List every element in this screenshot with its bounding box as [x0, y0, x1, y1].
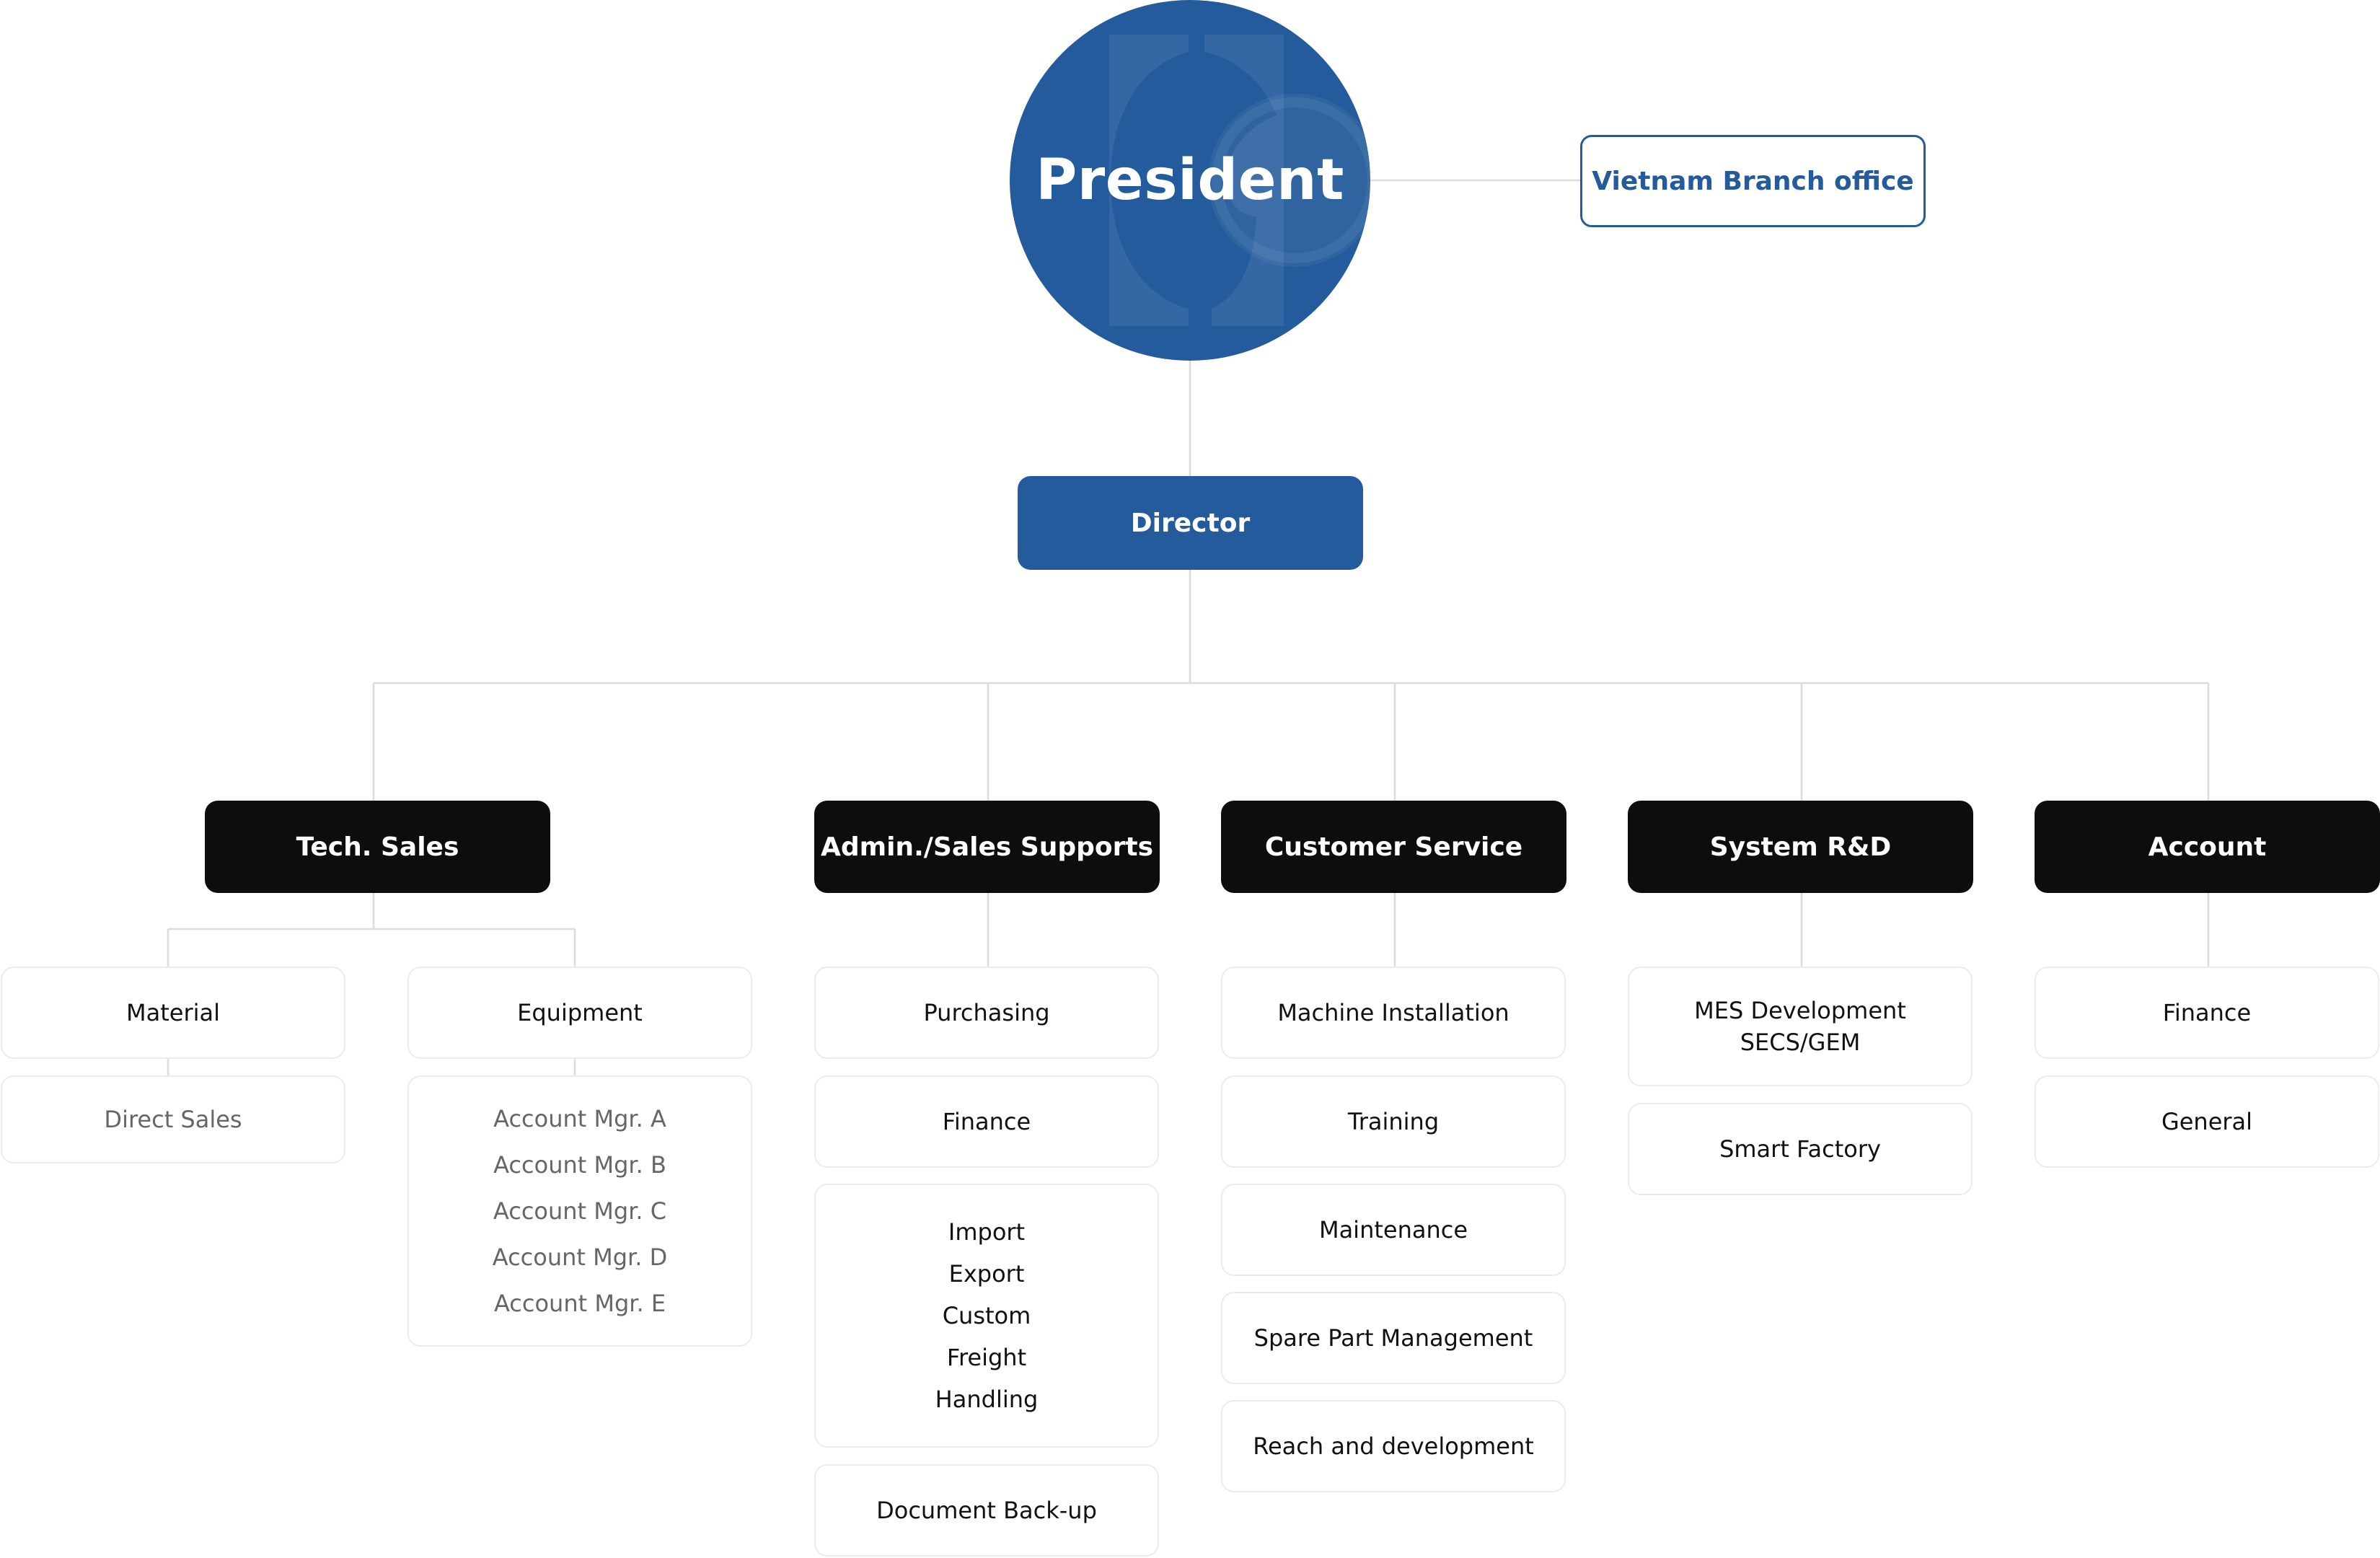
- sub-line: Account Mgr. E: [493, 1290, 666, 1317]
- dept-admin-sales-supports: Admin./Sales Supports: [814, 801, 1160, 893]
- cs-spare-part-management: Spare Part Management: [1221, 1292, 1566, 1384]
- president-emblem: [1109, 35, 1370, 326]
- sub-line: Export: [948, 1260, 1025, 1288]
- sub-line: Custom: [942, 1302, 1031, 1329]
- sub-label: Equipment: [517, 999, 643, 1026]
- president-title: President: [1036, 148, 1344, 213]
- admin-finance: Finance: [814, 1075, 1159, 1168]
- sub-label: Machine Installation: [1277, 999, 1509, 1026]
- sub-label: Spare Part Management: [1253, 1324, 1533, 1352]
- sub-line: Account Mgr. B: [493, 1151, 666, 1179]
- sub-label: Smart Factory: [1719, 1135, 1881, 1163]
- sub-label: Material: [126, 999, 220, 1026]
- sub-label: Document Back-up: [876, 1497, 1097, 1524]
- sub-line: Account Mgr. D: [492, 1244, 668, 1271]
- sub-line: Freight: [946, 1344, 1027, 1371]
- tech-sales-equipment: Equipment: [407, 967, 752, 1059]
- admin-import-export: Import Export Custom Freight Handling: [814, 1184, 1159, 1448]
- rnd-mes-development: MES Development SECS/GEM: [1628, 967, 1973, 1086]
- director-node: Director: [1018, 476, 1363, 570]
- sub-label: Training: [1347, 1108, 1440, 1135]
- president-node: President: [1010, 0, 1370, 361]
- sub-label: Finance: [2162, 999, 2252, 1026]
- sub-label: Direct Sales: [104, 1106, 242, 1133]
- cs-maintenance: Maintenance: [1221, 1184, 1566, 1276]
- rnd-smart-factory: Smart Factory: [1628, 1103, 1973, 1195]
- sub-label: Finance: [942, 1108, 1031, 1135]
- dept-account: Account: [2035, 801, 2380, 893]
- sub-label: Purchasing: [923, 999, 1050, 1026]
- dept-system-rnd: System R&D: [1628, 801, 1973, 893]
- sub-line: SECS/GEM: [1740, 1029, 1861, 1056]
- dept-tech-sales: Tech. Sales: [205, 801, 550, 893]
- sub-label: Maintenance: [1318, 1216, 1468, 1244]
- sub-label: Reach and development: [1253, 1432, 1534, 1460]
- sub-line: Handling: [935, 1386, 1039, 1413]
- vietnam-branch-office-node: Vietnam Branch office: [1580, 135, 1926, 227]
- tech-sales-direct-sales: Direct Sales: [1, 1075, 345, 1163]
- sub-line: Account Mgr. A: [493, 1105, 666, 1132]
- cs-training: Training: [1221, 1075, 1566, 1168]
- account-general: General: [2035, 1075, 2379, 1168]
- cs-machine-installation: Machine Installation: [1221, 967, 1566, 1059]
- tech-sales-account-managers: Account Mgr. A Account Mgr. B Account Mg…: [407, 1075, 752, 1347]
- sub-line: Import: [948, 1218, 1026, 1246]
- admin-document-backup: Document Back-up: [814, 1464, 1159, 1557]
- cs-reach-and-development: Reach and development: [1221, 1400, 1566, 1492]
- admin-purchasing: Purchasing: [814, 967, 1159, 1059]
- tech-sales-material: Material: [1, 967, 345, 1059]
- account-finance: Finance: [2035, 967, 2379, 1059]
- sub-label: General: [2161, 1108, 2253, 1135]
- dept-customer-service: Customer Service: [1221, 801, 1566, 893]
- sub-line: Account Mgr. C: [493, 1197, 667, 1225]
- sub-line: MES Development: [1694, 997, 1906, 1024]
